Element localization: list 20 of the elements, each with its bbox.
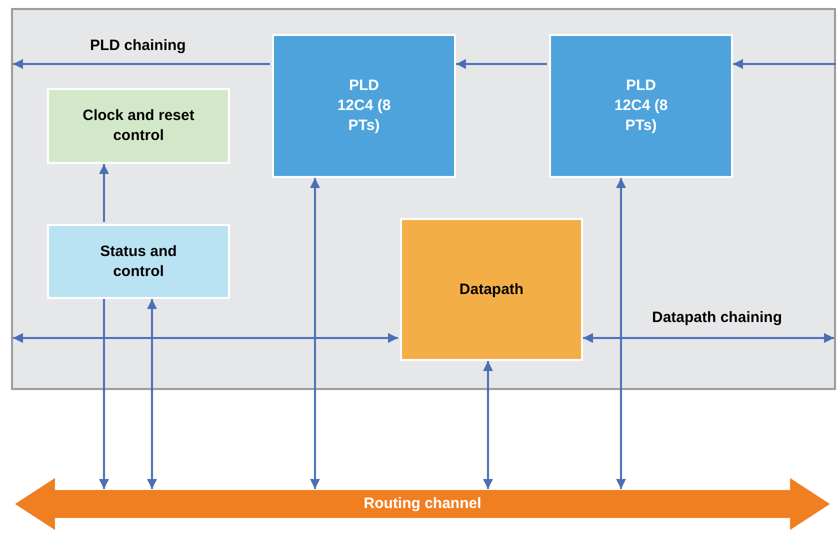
double-arrow (616, 178, 626, 489)
arrow (99, 299, 109, 489)
edge-label: PLD chaining (88, 37, 188, 54)
process-box: Datapath (400, 218, 583, 361)
double-arrow (13, 333, 398, 343)
module-panel (11, 8, 836, 390)
arrow (733, 59, 836, 69)
arrow (456, 59, 547, 69)
process-box: PLD 12C4 (8 PTs) (272, 34, 456, 178)
process-box: Status and control (47, 224, 230, 299)
channel-label: Routing channel (364, 494, 482, 514)
double-arrow (483, 361, 493, 489)
arrow (13, 59, 270, 69)
double-arrow (147, 299, 157, 489)
double-arrow (310, 178, 320, 489)
edge-label: Datapath chaining (650, 309, 784, 326)
double-arrow (583, 333, 834, 343)
arrow (99, 164, 109, 222)
process-box: Clock and reset control (47, 88, 230, 164)
process-box: PLD 12C4 (8 PTs) (549, 34, 733, 178)
